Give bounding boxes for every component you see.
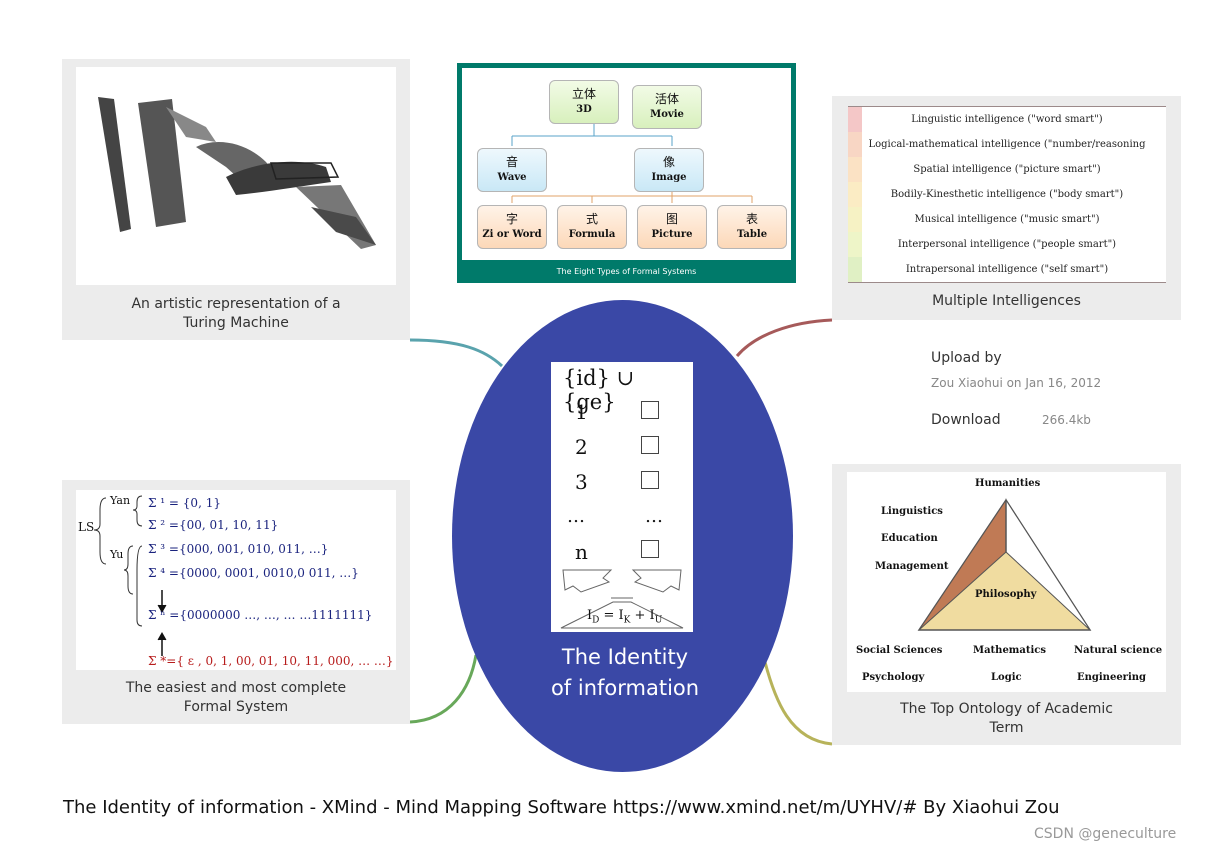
intelligence-color-bar — [848, 157, 862, 182]
ontology-caption-line1: The Top Ontology of Academic — [900, 701, 1113, 717]
fs-yan-label: Yan — [110, 494, 131, 507]
identity-checkbox — [641, 471, 659, 489]
ontology-logic: Logic — [991, 672, 1022, 683]
fs-sigma-star: Σ *={ ε , 0, 1, 00, 01, 10, 11, 000, … …… — [148, 654, 394, 668]
upload-label: Upload by — [931, 350, 1002, 366]
identity-dots: … — [645, 506, 663, 527]
ontology-image: Humanities Linguistics Education Managem… — [847, 472, 1166, 692]
upload-by: Zou Xiaohui on Jan 16, 2012 — [931, 376, 1102, 390]
formal-system-image: LS Yan Yu Σ ¹ = {0, 1} Σ ² ={00, 01, 10,… — [76, 490, 396, 670]
intelligence-color-bar — [848, 107, 862, 132]
identity-number: 2 — [575, 435, 588, 459]
formal-system-braces — [93, 495, 167, 656]
intelligence-color-bar — [848, 207, 862, 232]
intelligence-color-bar — [848, 132, 862, 157]
fs-sigma-4: Σ ⁴ ={0000, 0001, 0010,0 011, …} — [148, 566, 359, 580]
formal-types-caption: The Eight Types of Formal Systems — [556, 267, 697, 276]
fs-ls-label: LS — [78, 520, 95, 534]
identity-checkbox — [641, 436, 659, 454]
identity-arrows — [560, 569, 684, 629]
ontology-humanities: Humanities — [975, 478, 1041, 489]
download-size: 266.4kb — [1042, 413, 1091, 427]
ontology-social-sciences: Social Sciences — [856, 645, 943, 656]
ontology-management: Management — [875, 561, 949, 572]
intelligence-row: Interpersonal intelligence ("people smar… — [848, 232, 1166, 258]
ontology-triangle — [917, 498, 1092, 631]
turing-caption-line2: Turing Machine — [183, 315, 289, 331]
identity-checkbox — [641, 540, 659, 558]
identity-checkbox — [641, 401, 659, 419]
intelligences-top-border — [848, 106, 1166, 107]
fs-sigma-n: Σ ⁿ ={0000000 …, …, … …1111111} — [148, 608, 373, 622]
identity-figure: {id} ∪ {ge} 1 2 3 … n … ID = IK + IU — [551, 362, 693, 632]
fs-yu-label: Yu — [110, 548, 124, 561]
connector-turing — [409, 338, 504, 368]
connector-ontology — [763, 661, 833, 746]
identity-formula: ID = IK + IU — [587, 608, 663, 626]
ontology-engineering: Engineering — [1077, 672, 1147, 683]
intelligence-color-bar — [848, 257, 862, 282]
intelligences-caption: Multiple Intelligences — [932, 293, 1081, 309]
intelligence-color-bar — [848, 182, 862, 207]
intelligence-row: Spatial intelligence ("picture smart") — [848, 157, 1166, 183]
central-title-line2: of information — [550, 676, 700, 700]
identity-number: 1 — [575, 400, 588, 424]
connector-formal-system — [409, 654, 478, 724]
fs-sigma-2: Σ ² ={00, 01, 10, 11} — [148, 518, 279, 532]
ontology-linguistics: Linguistics — [881, 506, 943, 517]
ontology-card[interactable]: Humanities Linguistics Education Managem… — [832, 464, 1181, 745]
identity-number: n — [575, 540, 588, 564]
intelligence-row: Musical intelligence ("music smart") — [848, 207, 1166, 233]
ontology-philosophy: Philosophy — [975, 589, 1037, 600]
formal-system-card[interactable]: LS Yan Yu Σ ¹ = {0, 1} Σ ² ={00, 01, 10,… — [62, 480, 410, 724]
intelligence-row: Logical-mathematical intelligence ("numb… — [848, 132, 1166, 175]
turing-machine-card[interactable]: An artistic representation of a Turing M… — [62, 59, 410, 340]
ontology-caption-line2: Term — [989, 720, 1024, 736]
central-topic-title: The Identity of information — [530, 642, 720, 704]
intelligence-color-bar — [848, 232, 862, 257]
download-link[interactable]: Download — [931, 412, 1001, 428]
intelligence-row: Intrapersonal intelligence ("self smart"… — [848, 257, 1166, 283]
fs-sigma-3: Σ ³ ={000, 001, 010, 011, …} — [148, 542, 329, 556]
turing-caption-line1: An artistic representation of a — [131, 296, 341, 312]
central-title-line1: The Identity — [561, 645, 689, 669]
formal-system-caption-line2: Formal System — [183, 699, 289, 715]
footer-caption: The Identity of information - XMind - Mi… — [63, 797, 1060, 818]
identity-header: {id} ∪ {ge} — [563, 366, 635, 414]
identity-number: 3 — [575, 470, 588, 494]
ontology-natural-science: Natural science — [1074, 645, 1163, 656]
identity-number: … — [567, 506, 585, 527]
fs-sigma-1: Σ ¹ = {0, 1} — [148, 496, 221, 510]
turing-machine-image — [76, 67, 396, 285]
ontology-psychology: Psychology — [862, 672, 925, 683]
watermark: CSDN @geneculture — [1034, 826, 1177, 842]
turing-tape-illustration — [98, 97, 376, 249]
formal-system-caption-line1: The easiest and most complete — [125, 680, 347, 696]
ontology-education: Education — [881, 533, 938, 544]
intelligence-row: Linguistic intelligence ("word smart") — [848, 107, 1166, 133]
intelligence-row: Bodily-Kinesthetic intelligence ("body s… — [848, 182, 1166, 208]
ontology-mathematics: Mathematics — [973, 645, 1046, 656]
connector-intelligences — [735, 318, 833, 357]
